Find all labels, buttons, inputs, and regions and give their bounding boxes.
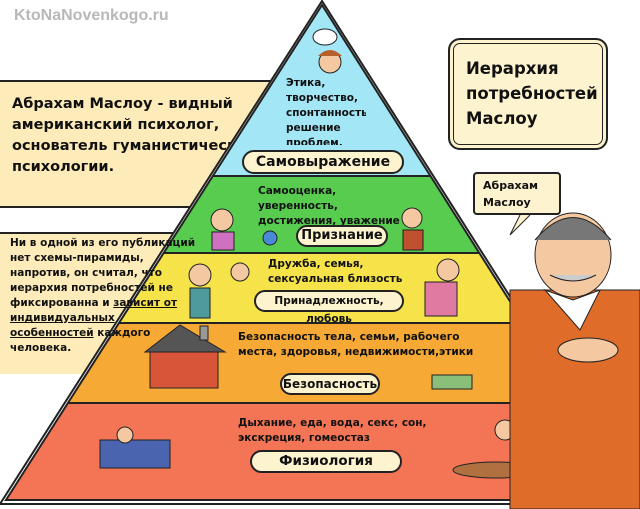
side-note-text: Ни в одной из его публикаций нет схемы-п… bbox=[10, 237, 196, 354]
level-description-esteem: Самооценка, уверенность, достижения, ува… bbox=[258, 185, 400, 227]
level-label-physiology: Физиология bbox=[250, 450, 402, 473]
sleeping-man-illustration bbox=[99, 426, 171, 469]
level-description-physiology: Дыхание, еда, вода, секс, сон, экскреция… bbox=[238, 417, 427, 444]
side-note: Ни в одной из его публикаций нет схемы-п… bbox=[0, 232, 210, 374]
level-description-safety: Безопасность тела, семьи, рабочего места… bbox=[238, 331, 474, 358]
boy-illustration bbox=[401, 207, 424, 251]
underlined-text: зависит от индивидуальных особенностей bbox=[10, 297, 178, 339]
level-description-belonging: Дружба, семья, сексуальная близость bbox=[268, 258, 403, 285]
watermark: KtoNaNovenkogo.ru bbox=[14, 7, 169, 24]
father-with-baby-illustration bbox=[188, 262, 250, 319]
house-illustration bbox=[143, 324, 227, 389]
girl-with-medal-illustration bbox=[210, 208, 278, 251]
level-label-safety: Безопасность bbox=[280, 373, 380, 395]
title-box: Иерархия потребностей Маслоу bbox=[448, 38, 608, 150]
hugging-couple-illustration bbox=[424, 258, 460, 317]
money-illustration bbox=[431, 374, 473, 390]
level-label-belonging: Принадлежность, любовь bbox=[254, 290, 404, 325]
intro-note-text: Абрахам Маслоу - видный американский пси… bbox=[12, 96, 257, 175]
abraham-maslow-illustration bbox=[509, 212, 640, 509]
level-label-esteem: Признание bbox=[296, 225, 388, 247]
speech-bubble: Абрахам Маслоу bbox=[473, 172, 561, 215]
page-title: Иерархия потребностей Маслоу bbox=[466, 59, 598, 128]
thinking-boy-illustration bbox=[312, 28, 342, 74]
level-description-self-actualization: Этика, творчество, спонтанность, решение… bbox=[286, 77, 366, 145]
level-label-self-actualization: Самовыражение bbox=[242, 150, 404, 174]
